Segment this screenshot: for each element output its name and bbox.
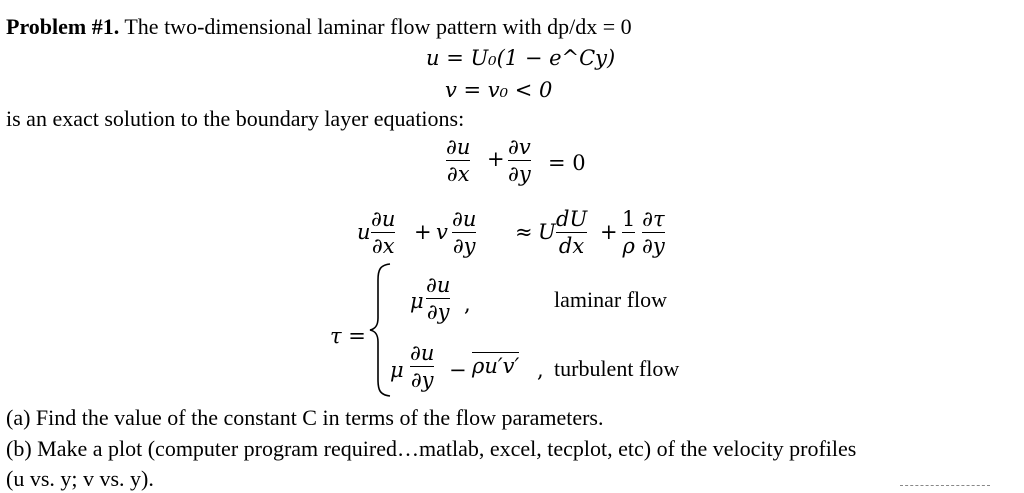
fraction-du-dy: ∂u∂y: [452, 207, 477, 258]
comma-2: ,: [537, 358, 544, 382]
symbol-u: u: [357, 220, 371, 244]
equation-v: v = v₀ < 0: [445, 78, 553, 102]
brace-icon: [369, 263, 391, 397]
symbol-v: v: [436, 220, 448, 244]
plus-sign: +: [487, 147, 505, 171]
fraction-du-dy-2: ∂u∂y: [426, 273, 451, 324]
symbol-mu-2: μ: [390, 358, 404, 382]
plus-sign-2: +: [414, 220, 432, 244]
part-b-line-2: (u vs. y; v vs. y).: [6, 466, 154, 491]
fraction-du-dx-2: ∂u∂x: [371, 207, 396, 258]
divider: [900, 485, 990, 486]
reynolds-stress: ρu′v′: [472, 352, 520, 378]
problem-heading-line: Problem #1. The two-dimensional laminar …: [6, 14, 632, 40]
minus-sign: −: [449, 358, 467, 382]
tau-label: τ =: [330, 324, 366, 348]
symbol-mu: μ: [410, 289, 424, 313]
problem-heading: Problem #1.: [6, 14, 120, 39]
laminar-flow-label: laminar flow: [554, 287, 668, 312]
symbol-U: U: [538, 220, 556, 244]
approx-sign: ≈: [515, 220, 533, 244]
part-b-line-1: (b) Make a plot (computer program requir…: [6, 436, 857, 461]
continuity-rhs: = 0: [548, 151, 586, 175]
fraction-du-dy-3: ∂u∂y: [410, 341, 435, 392]
part-a: (a) Find the value of the constant C in …: [6, 405, 604, 430]
boundary-layer-intro: is an exact solution to the boundary lay…: [6, 106, 465, 131]
equation-u: u = U₀(1 − e^Cy): [426, 46, 616, 70]
fraction-du-dx: ∂u∂x: [446, 135, 471, 186]
plus-sign-3: +: [600, 220, 618, 244]
fraction-dv-dy: ∂v∂y: [508, 135, 531, 186]
comma: ,: [464, 292, 471, 316]
problem-intro: The two-dimensional laminar flow pattern…: [124, 14, 632, 39]
fraction-dtau-dy: ∂τ∂y: [642, 207, 665, 258]
turbulent-flow-label: turbulent flow: [554, 356, 680, 381]
